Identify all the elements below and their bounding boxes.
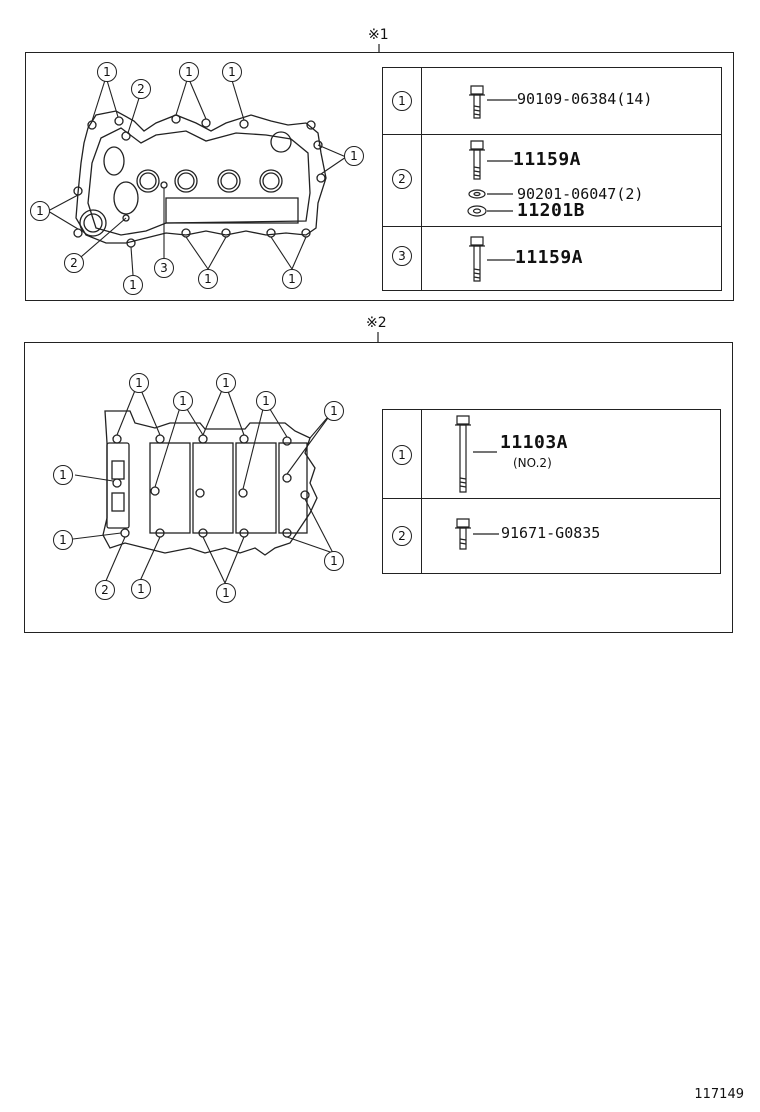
bolt-icon xyxy=(455,518,471,550)
callout-2: 2 xyxy=(95,580,115,600)
callout-1: 1 xyxy=(30,201,50,221)
part-number: 91671-G0835 xyxy=(501,524,601,542)
callout-1: 1 xyxy=(97,62,117,82)
callout-1: 1 xyxy=(216,583,236,603)
part-note: (NO.2) xyxy=(513,456,552,470)
section1-leader xyxy=(378,44,380,53)
part-number: 90201-06047(2) xyxy=(517,185,644,203)
callout-1: 1 xyxy=(344,146,364,166)
row-number: 2 xyxy=(392,169,412,189)
callout-1: 1 xyxy=(324,401,344,421)
table-row: 1 11103A (NO.2) xyxy=(383,410,720,498)
section2-parts-table: 1 11103A (NO.2) 2 91671-G0835 xyxy=(382,409,721,574)
callout-1: 1 xyxy=(173,391,193,411)
cylinder-block-drawing xyxy=(72,382,334,584)
bolt-icon xyxy=(469,236,485,282)
section2-leader xyxy=(377,332,379,342)
callout-1: 1 xyxy=(282,269,302,289)
part-number: 11201B xyxy=(517,200,586,221)
row-number: 1 xyxy=(392,445,412,465)
section2-panel: 1 1 1 1 1 1 1 2 1 1 1 1 11103A (NO.2) 2 xyxy=(24,342,733,633)
table-row: 1 90109-06384(14) xyxy=(383,68,721,134)
callout-1: 1 xyxy=(198,269,218,289)
callout-2: 2 xyxy=(131,79,151,99)
table-num-column xyxy=(383,68,422,290)
callout-1: 1 xyxy=(222,62,242,82)
section1-marker: ※1 xyxy=(368,27,389,43)
table-row: 2 11159A 90201-06047(2) 11201B xyxy=(383,134,721,226)
part-number: 90109-06384(14) xyxy=(517,90,653,108)
section2-marker: ※2 xyxy=(366,315,387,331)
table-row: 3 11159A xyxy=(383,226,721,292)
part-number: 11159A xyxy=(513,149,582,170)
callout-2: 2 xyxy=(64,253,84,273)
section1-parts-table: 1 90109-06384(14) 2 11159A 90201-060 xyxy=(382,67,722,291)
table-row: 2 91671-G0835 xyxy=(383,498,720,575)
callout-1: 1 xyxy=(53,530,73,550)
section1-panel: 1 2 1 1 1 1 2 3 1 1 1 1 90109-06384(14) … xyxy=(25,52,734,301)
callout-1: 1 xyxy=(179,62,199,82)
part-number: 11159A xyxy=(515,247,584,268)
callout-1: 1 xyxy=(131,579,151,599)
part-number: 11103A xyxy=(500,432,569,453)
long-bolt-icon xyxy=(455,415,471,493)
bolt-icon xyxy=(469,85,485,119)
row-number: 1 xyxy=(392,91,412,111)
diagram-code: 117149 xyxy=(694,1087,744,1102)
callout-1: 1 xyxy=(256,391,276,411)
bolt-washer-icon xyxy=(467,140,487,217)
row-number: 2 xyxy=(392,526,412,546)
callout-1: 1 xyxy=(53,465,73,485)
row-number: 3 xyxy=(392,246,412,266)
callout-1: 1 xyxy=(324,551,344,571)
callout-1: 1 xyxy=(216,373,236,393)
table-num-column xyxy=(383,410,422,573)
cylinder-head-cover-drawing xyxy=(47,76,347,276)
callout-1: 1 xyxy=(123,275,143,295)
callout-3: 3 xyxy=(154,258,174,278)
callout-1: 1 xyxy=(129,373,149,393)
